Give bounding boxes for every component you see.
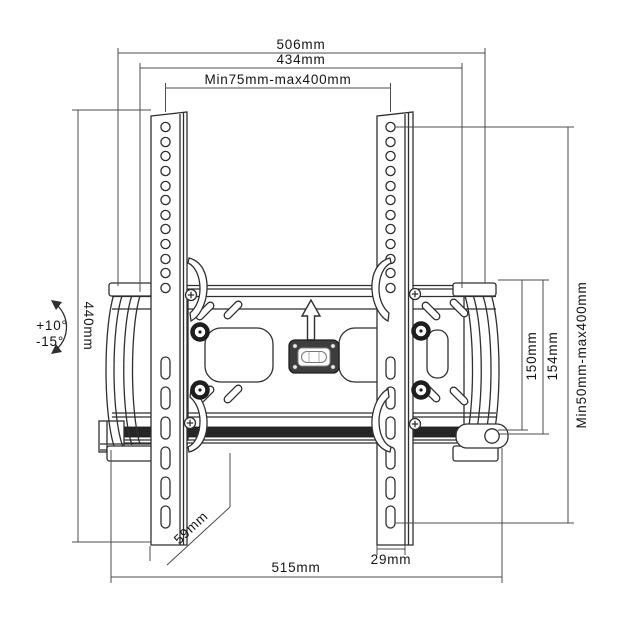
dim-150-label: 150mm [524, 331, 539, 380]
dim-515-label: 515mm [271, 560, 320, 575]
tilt-down-label: -15° [36, 334, 64, 349]
screw-icon [408, 417, 422, 431]
dim-50-400-lines [395, 126, 574, 524]
plate-cutout-left [204, 327, 274, 383]
dim-29-label: 29mm [371, 552, 412, 567]
screw-icon [408, 287, 422, 301]
pivot-bolt-icon [414, 324, 429, 339]
safety-lock-bar [455, 423, 509, 449]
dim-75-400-lines [165, 83, 391, 112]
vesa-bracket-right [376, 111, 414, 546]
top-rail [112, 284, 496, 310]
screw-icon [183, 416, 197, 430]
dim-29-lines [376, 545, 406, 555]
dim-440-label: 440mm [81, 301, 96, 350]
dim-150-154-lines [498, 279, 549, 435]
dim-506-label: 506mm [276, 37, 325, 52]
dim-50-400-label: Min50mm-max400mm [574, 281, 589, 428]
dim-434-lines [139, 63, 463, 292]
plate-cutout-narrow [426, 329, 449, 379]
dim-506-lines [117, 48, 486, 286]
dim-434-label: 434mm [276, 52, 325, 67]
dim-515-lines [110, 448, 503, 583]
bubble-level [288, 339, 340, 374]
vesa-bracket-left [150, 111, 188, 546]
dimension-lines [51, 48, 574, 583]
wall-plate [98, 284, 497, 453]
pivot-bolt-icon [193, 325, 208, 340]
pivot-bolt-icon [193, 383, 208, 398]
dim-59-leader [149, 453, 231, 566]
pivot-bolt-icon [414, 383, 429, 398]
tilt-arc [51, 300, 67, 354]
dim-75-400-label: Min75mm-max400mm [204, 72, 351, 87]
tilt-up-label: +10° [36, 318, 68, 333]
dim-154-label: 154mm [545, 331, 560, 380]
screw-icon [184, 288, 198, 302]
